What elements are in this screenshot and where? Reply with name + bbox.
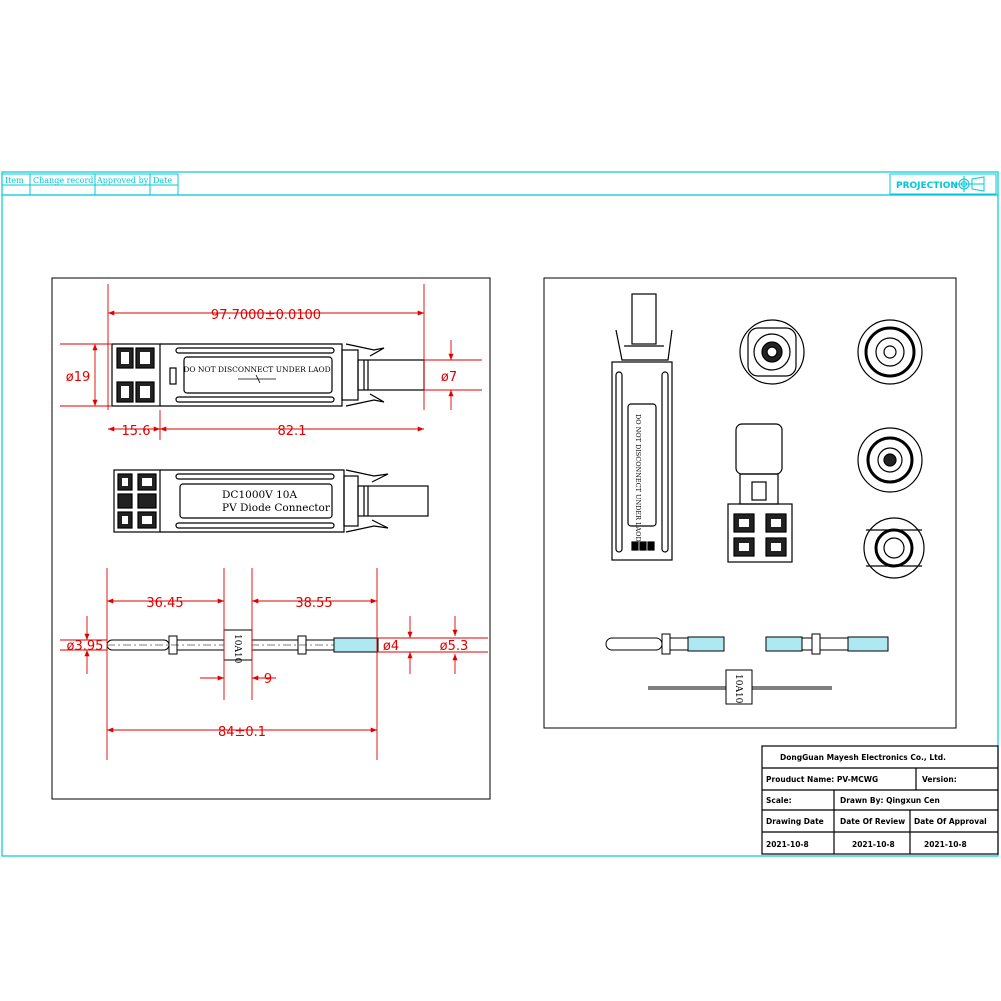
- dim-diode-width: 9: [264, 672, 272, 687]
- iso-diode: [648, 669, 832, 705]
- revision-header: Item Change record Approved by Date: [1, 173, 179, 195]
- iso-pin-left: [605, 633, 725, 655]
- iso-end-view-3: [857, 427, 923, 493]
- iso-warning-text: DO NOT DISCONNECT UNDER LAOD: [634, 414, 642, 542]
- dim-pin-left-length: 36.45: [146, 596, 183, 611]
- revision-approved-label: Approved by: [96, 176, 149, 185]
- pin-view-diode-marking: 10A10: [232, 634, 242, 664]
- projection-symbol: PROJECTION: [889, 173, 997, 195]
- side-view-rating-text: DC1000V 10A: [222, 489, 297, 501]
- dim-pin-right-length: 38.55: [295, 596, 332, 611]
- dim-pin-right-diameter: ø5.3: [440, 639, 469, 654]
- title-block-text: DongGuan Mayesh Electronics Co., Ltd. Pr…: [766, 753, 987, 849]
- side-view-product-text: PV Diode Connector: [222, 502, 331, 514]
- revision-date-label: Date: [153, 176, 172, 185]
- connector-top-view: [111, 343, 425, 407]
- iso-view-panel: [543, 277, 957, 729]
- dimension-labels: 97.7000±0.0100 ø19 ø7 15.6 82.1 36.45 38…: [66, 308, 469, 740]
- front-view-panel: [51, 277, 491, 800]
- approval-date-label: Date Of Approval: [914, 817, 987, 826]
- revision-change-label: Change record: [33, 176, 93, 185]
- scale-label: Scale:: [766, 796, 792, 805]
- revision-item-label: Item: [5, 176, 24, 185]
- dim-cable-diameter: ø7: [441, 370, 457, 385]
- iso-diode-marking: 10A10: [733, 674, 743, 704]
- top-view-warning-text: DO NOT DISCONNECT UNDER LAOD: [183, 365, 330, 374]
- dim-pin-left-diameter: ø3.95: [67, 639, 104, 654]
- connector-side-view: [113, 469, 429, 533]
- iso-end-view-4: [863, 517, 925, 579]
- iso-end-view-1: [739, 319, 805, 385]
- iso-connector-mid: [727, 423, 793, 563]
- dimension-lines: [60, 284, 488, 760]
- dim-body-diameter: ø19: [66, 370, 91, 385]
- dim-pin-mid-diameter: ø4: [383, 639, 399, 654]
- projection-icon: [954, 176, 985, 192]
- drawing-date-label: Drawing Date: [766, 817, 824, 826]
- drawing-date: 2021-10-8: [766, 840, 809, 849]
- top-view-arrow-icon: [238, 374, 276, 384]
- iso-connector-vertical: [611, 293, 673, 561]
- projection-label: PROJECTION: [896, 181, 958, 191]
- diode-pin-view: [106, 629, 379, 661]
- review-date: 2021-10-8: [852, 840, 895, 849]
- dim-body-length: 82.1: [278, 424, 307, 439]
- dim-latch-length: 15.6: [122, 424, 151, 439]
- approval-date: 2021-10-8: [924, 840, 967, 849]
- product-name: Prouduct Name: PV-MCWG: [766, 775, 878, 784]
- sheet-frame: [1, 171, 999, 857]
- drawn-by: Drawn By: Qingxun Cen: [840, 796, 940, 805]
- title-block: [761, 745, 999, 855]
- dim-pin-total-length: 84±0.1: [218, 725, 266, 740]
- dim-overall-length: 97.7000±0.0100: [211, 308, 321, 323]
- version-label: Version:: [922, 775, 957, 784]
- iso-pin-right: [765, 633, 889, 655]
- iso-end-view-2: [857, 319, 923, 385]
- company-name: DongGuan Mayesh Electronics Co., Ltd.: [780, 753, 946, 762]
- review-date-label: Date Of Review: [840, 817, 905, 826]
